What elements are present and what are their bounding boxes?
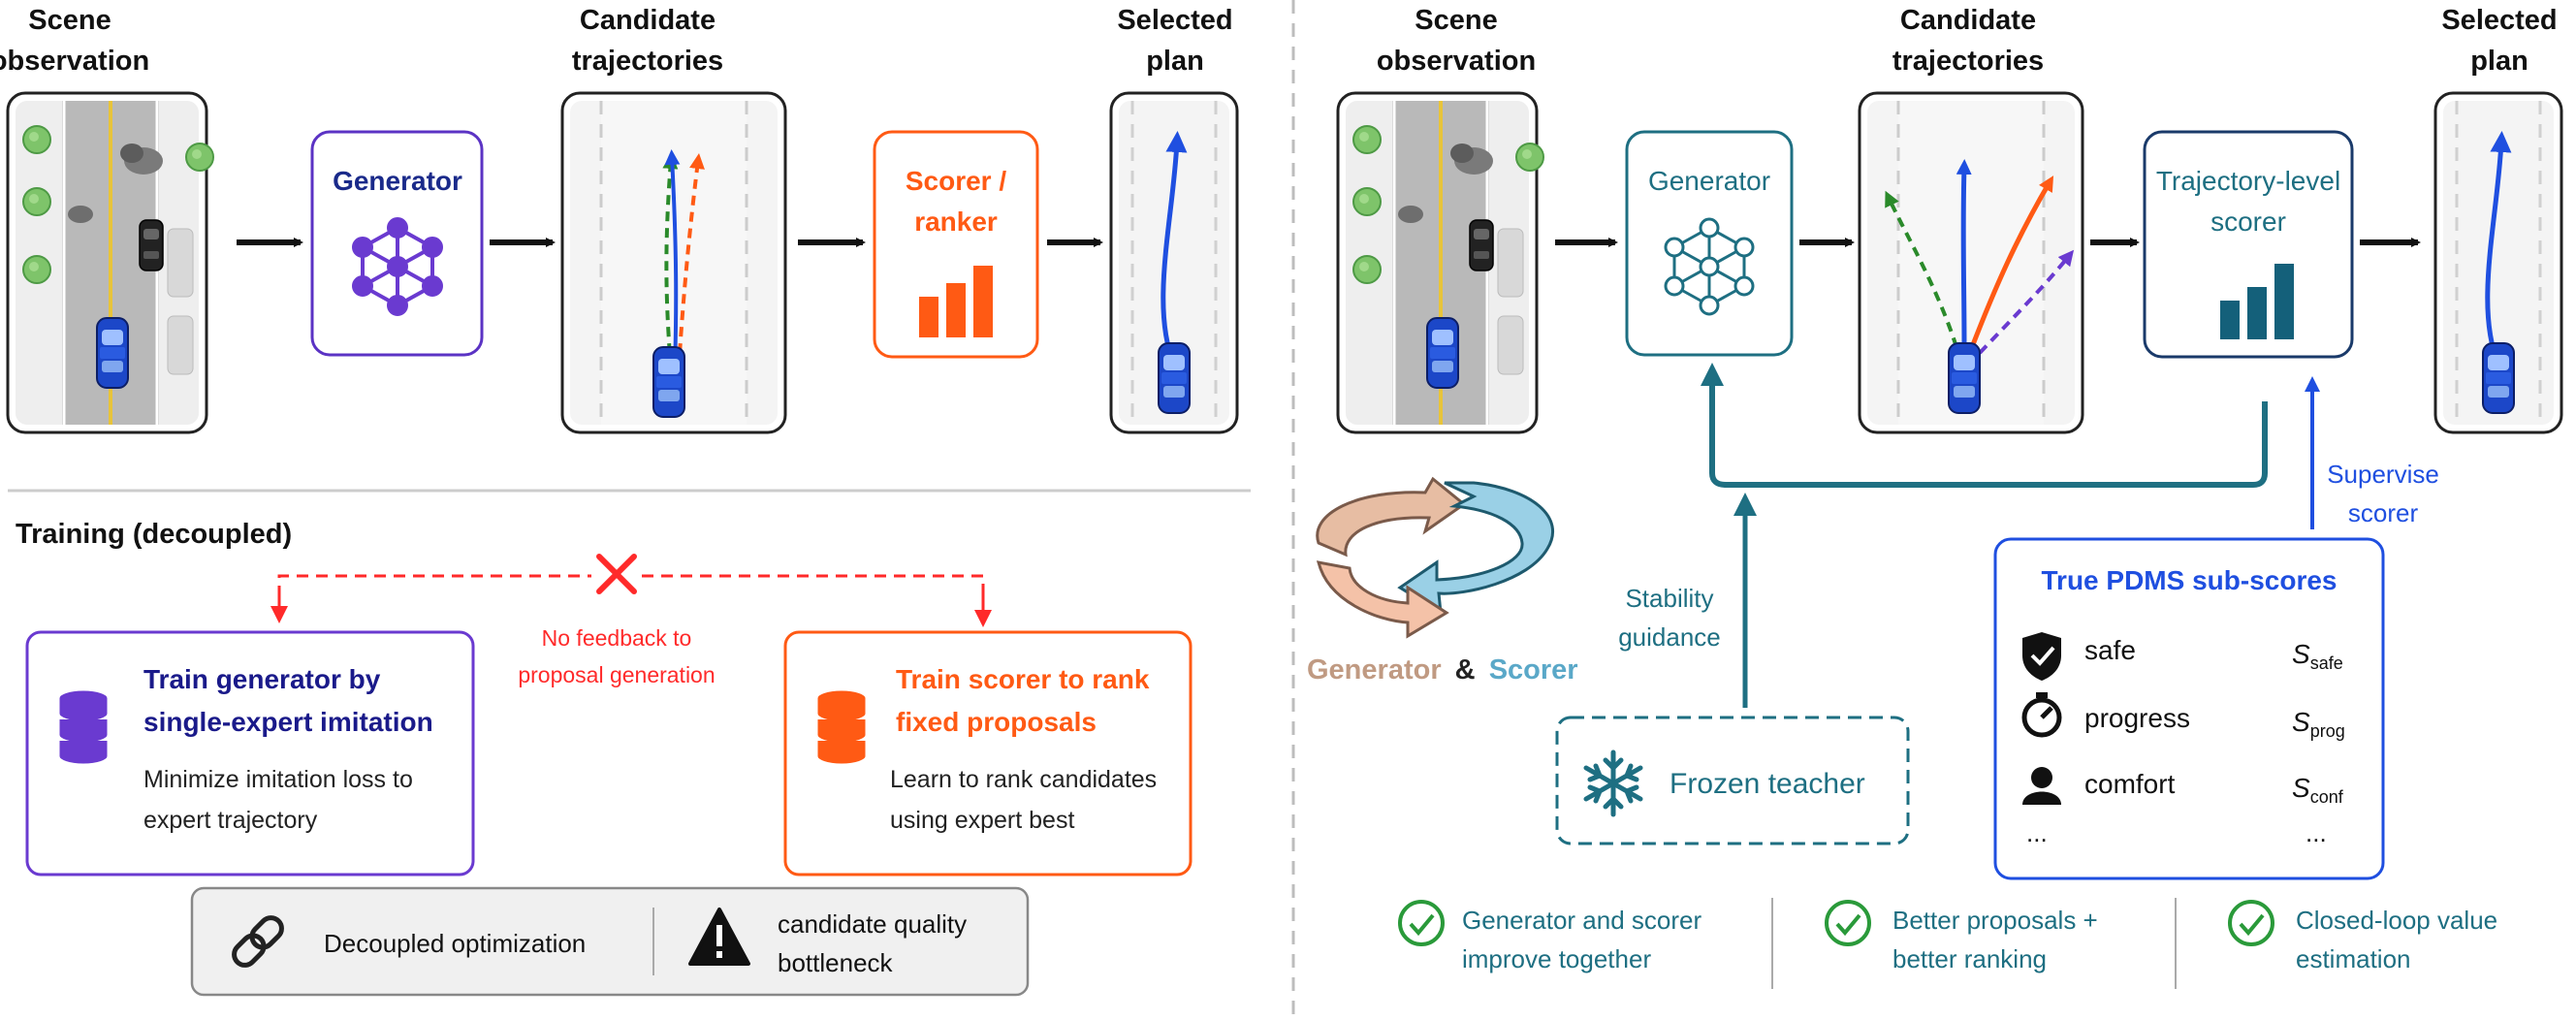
link-icon [232, 915, 284, 968]
warning-icon [688, 908, 750, 966]
scorer-label-line2: ranker [914, 207, 998, 237]
pdms-label-comfort: comfort [2084, 769, 2176, 799]
train-scorer-box: Train scorer to rank fixed proposals Lea… [783, 630, 1193, 877]
pdms-symbol-progress: Sprog [2292, 707, 2345, 741]
selected-label-line1: Selected [2441, 5, 2557, 36]
pdms-label-progress: progress [2084, 703, 2190, 733]
selected-plan-tile [2433, 91, 2563, 434]
train-generator-title-line2: single-expert imitation [143, 707, 433, 737]
benefit-1-line2: improve together [1462, 944, 1651, 973]
benefit-2-line1: Better proposals + [1892, 906, 2098, 935]
train-scorer-title-line2: fixed proposals [896, 707, 1097, 737]
benefit-item: Closed-loop value estimation [2228, 900, 2497, 973]
train-scorer-desc-line1: Learn to rank candidates [890, 766, 1157, 793]
cycle-icon [1316, 476, 1554, 639]
scene-label-line1: Scene [1415, 5, 1497, 36]
scene-label-line2: observation [1377, 46, 1536, 77]
train-scorer-desc-line2: using expert best [890, 807, 1074, 834]
bottleneck-line1: candidate quality [778, 909, 967, 939]
generator-box: Generator [310, 130, 484, 357]
trajectory-scorer-box: Trajectory-level scorer [2143, 130, 2354, 359]
stability-line1: Stability [1625, 584, 1713, 613]
candidate-label-line2: trajectories [572, 46, 723, 77]
scorer-label-line2: scorer [2210, 207, 2286, 237]
scorer-label-line1: Scorer / [906, 166, 1006, 196]
network-icon [1664, 217, 1755, 316]
pdms-row-safe: safe Ssafe [2022, 632, 2343, 681]
benefit-item: Generator and scorer improve together [1398, 900, 1701, 973]
generator-box: Generator [1625, 130, 1794, 357]
train-scorer-title-line1: Train scorer to rank [896, 664, 1150, 694]
x-mark-icon [596, 554, 637, 594]
benefit-2-line2: better ranking [1892, 944, 2047, 973]
pdms-symbol-comfort: Sconf [2292, 773, 2344, 807]
candidate-trajectories-tile [560, 91, 787, 434]
train-generator-title-line1: Train generator by [143, 664, 381, 694]
pdms-subscores-box: True PDMS sub-scores safe Ssafe progress… [1993, 537, 2385, 880]
benefit-item: Better proposals + better ranking [1825, 900, 2098, 973]
benefit-1-line1: Generator and scorer [1462, 906, 1701, 935]
network-icon [352, 217, 443, 316]
pdms-symbol-safe: Ssafe [2292, 639, 2343, 673]
scene-label-line2: observation [0, 46, 149, 77]
scorer-label-line1: Trajectory-level [2156, 166, 2340, 196]
candidate-label-line1: Candidate [580, 5, 716, 36]
generator-label: Generator [1648, 166, 1770, 196]
train-generator-desc-line1: Minimize imitation loss to [143, 766, 413, 793]
right-panel: Scene observation Candidate trajectories… [1307, 5, 2563, 989]
scene-observation-tile [1336, 91, 1544, 434]
candidate-label-line1: Candidate [1900, 5, 2036, 36]
supervise-line1: Supervise [2327, 460, 2439, 489]
benefit-3-line1: Closed-loop value [2296, 906, 2497, 935]
stability-line2: guidance [1618, 622, 1721, 652]
decoupled-optimization-label: Decoupled optimization [324, 929, 586, 958]
cycle-caption-amp: & [1455, 654, 1476, 685]
train-generator-desc-line2: expert trajectory [143, 807, 318, 834]
scorer-ranker-box: Scorer / ranker [873, 130, 1039, 359]
left-panel: Scene observation Candidate trajectories… [0, 5, 1251, 997]
bottleneck-line2: bottleneck [778, 948, 894, 977]
pdms-label-safe: safe [2084, 635, 2136, 665]
database-icon [56, 687, 111, 767]
scene-observation-tile [6, 91, 214, 434]
cycle-caption-scorer: Scorer [1489, 654, 1578, 685]
benefits-row: Generator and scorer improve together Be… [1398, 898, 2497, 989]
generator-label: Generator [333, 166, 462, 196]
cycle-caption-generator: Generator [1307, 654, 1442, 685]
frozen-teacher-label: Frozen teacher [1670, 768, 1865, 800]
training-title: Training (decoupled) [16, 519, 292, 550]
benefit-3-line2: estimation [2296, 944, 2411, 973]
bottleneck-banner: Decoupled optimization candidate quality… [190, 886, 1030, 997]
no-feedback-line2: proposal generation [518, 662, 715, 687]
supervise-line2: scorer [2348, 498, 2419, 527]
scene-label-line1: Scene [28, 5, 111, 36]
selected-label-line2: plan [2470, 46, 2528, 77]
pdms-ellipsis-right: ... [2306, 818, 2327, 847]
candidate-trajectories-tile [1858, 91, 2084, 434]
pdms-row-progress: progress Sprog [2021, 692, 2345, 741]
no-feedback-line1: No feedback to [542, 625, 692, 651]
frozen-teacher-box: Frozen teacher [1555, 716, 1910, 845]
snowflake-icon [1583, 749, 1643, 817]
check-icon [2228, 900, 2274, 946]
check-icon [1398, 900, 1445, 946]
selected-label-line1: Selected [1117, 5, 1232, 36]
selected-plan-tile [1109, 91, 1239, 434]
candidate-label-line2: trajectories [1892, 46, 2044, 77]
check-icon [1825, 900, 1871, 946]
bar-chart-icon [2220, 264, 2294, 339]
bar-chart-icon [919, 266, 993, 337]
pdms-title: True PDMS sub-scores [2042, 565, 2337, 595]
train-generator-box: Train generator by single-expert imitati… [25, 630, 475, 877]
cycle-caption: Generator & Scorer [1307, 654, 1578, 685]
pdms-row-comfort: comfort Sconf [2022, 767, 2344, 807]
feedback-loop-path [1709, 384, 2268, 488]
pdms-ellipsis-left: ... [2026, 818, 2048, 847]
selected-label-line2: plan [1146, 46, 1204, 77]
database-icon [814, 687, 869, 767]
